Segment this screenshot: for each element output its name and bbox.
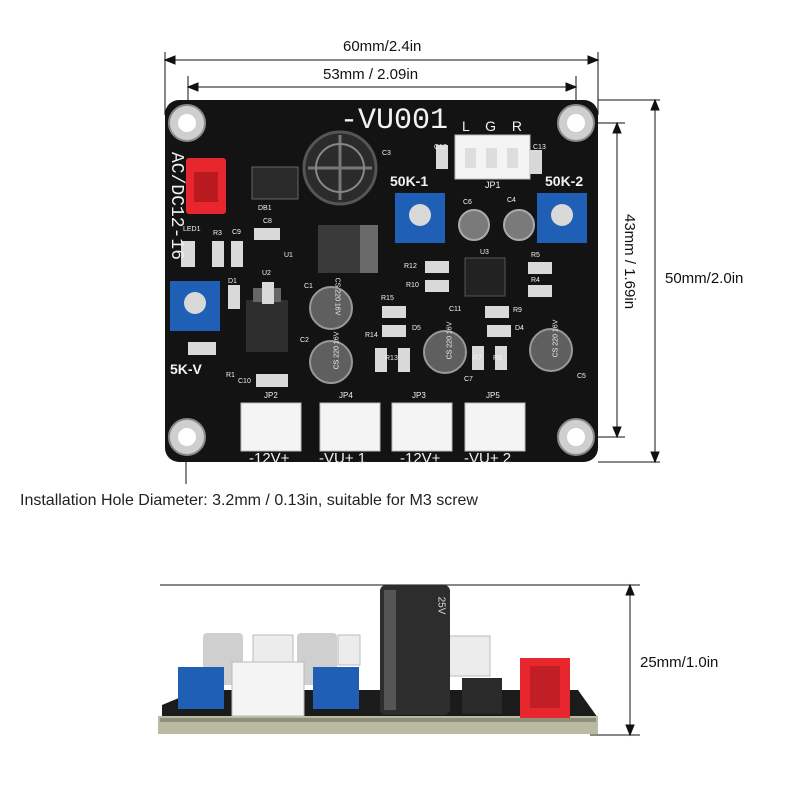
capacitor-mark: CS 220 16V	[446, 321, 454, 360]
installation-note: Installation Hole Diameter: 3.2mm / 0.13…	[20, 492, 478, 509]
ref: C3	[382, 150, 391, 157]
small-capacitor	[458, 209, 535, 241]
connector-label: -VU+ 1	[319, 450, 367, 467]
pot-label-1: 50K-1	[390, 173, 429, 189]
ref: C6	[463, 199, 472, 206]
bridge-rectifier-db1	[251, 166, 299, 200]
ref: C1	[304, 283, 313, 290]
ref: D4	[515, 325, 524, 332]
ref: C13	[533, 144, 546, 151]
input-header-id: JP1	[485, 180, 501, 190]
pcb-board-side	[158, 585, 598, 734]
ref: D5	[412, 325, 421, 332]
ref: DB1	[258, 205, 272, 212]
connector-id: JP3	[412, 391, 426, 400]
ref: C10	[238, 378, 251, 385]
hole-width-label: 53mm / 2.09in	[323, 66, 419, 83]
capacitor-mark: CS 220 16V	[552, 319, 560, 358]
ref: R4	[531, 277, 540, 284]
ref: C8	[263, 218, 272, 225]
connector-id: JP4	[339, 391, 353, 400]
ref: U1	[284, 252, 293, 259]
input-header-label: L G R	[462, 118, 529, 134]
pot-label-2: 50K-2	[545, 173, 584, 189]
smd-components	[181, 145, 552, 387]
ref: R1	[226, 372, 235, 379]
ref: R7	[473, 355, 482, 362]
ref: R13	[385, 355, 398, 362]
ref: C2	[300, 337, 309, 344]
ref: C12	[434, 144, 447, 151]
capacitor-mark: CS 220 16V	[333, 331, 341, 370]
side-cap-mark: 25V	[435, 596, 447, 615]
ref: R6	[493, 355, 502, 362]
overall-height-label: 50mm/2.0in	[665, 270, 744, 287]
component-height-label: 25mm/1.0in	[640, 654, 719, 671]
ic-u3	[464, 257, 506, 297]
ref: R10	[406, 282, 419, 289]
power-label: AC/DC12-16	[166, 152, 186, 261]
ref: C7	[464, 376, 473, 383]
large-capacitor-side	[380, 585, 450, 715]
connector-id: JP5	[486, 391, 500, 400]
connector-label: -12V+	[249, 450, 290, 467]
ref: R14	[365, 332, 378, 339]
board-title: -VU001	[340, 104, 449, 138]
connector-label: -VU+ 2	[464, 450, 512, 467]
regulator-u2	[246, 300, 288, 352]
connector-label: -12V+	[400, 450, 441, 467]
ref: C4	[507, 197, 516, 204]
trimmer-potentiometer	[170, 193, 587, 331]
hole-height-label: 43mm / 1.69in	[621, 214, 638, 310]
ref: R12	[404, 263, 417, 270]
ref: U3	[480, 249, 489, 256]
ref: LED1	[183, 226, 201, 233]
electrolytic-capacitor	[309, 286, 573, 384]
ref: D1	[228, 278, 237, 285]
connector-id: JP2	[264, 391, 278, 400]
ref: C9	[232, 229, 241, 236]
ref: R15	[381, 295, 394, 302]
ref: C11	[449, 306, 462, 313]
ref: U2	[262, 270, 271, 277]
ref: R9	[513, 307, 522, 314]
pot-label-3: 5K-V	[170, 361, 202, 377]
capacitor-mark: CS 220 16V	[333, 277, 341, 316]
overall-width-label: 60mm/2.4in	[343, 38, 422, 55]
pcb-board-top	[165, 100, 598, 462]
ref: R5	[531, 252, 540, 259]
ref: R3	[213, 230, 222, 237]
output-connector	[240, 402, 526, 452]
ref: C5	[577, 373, 586, 380]
